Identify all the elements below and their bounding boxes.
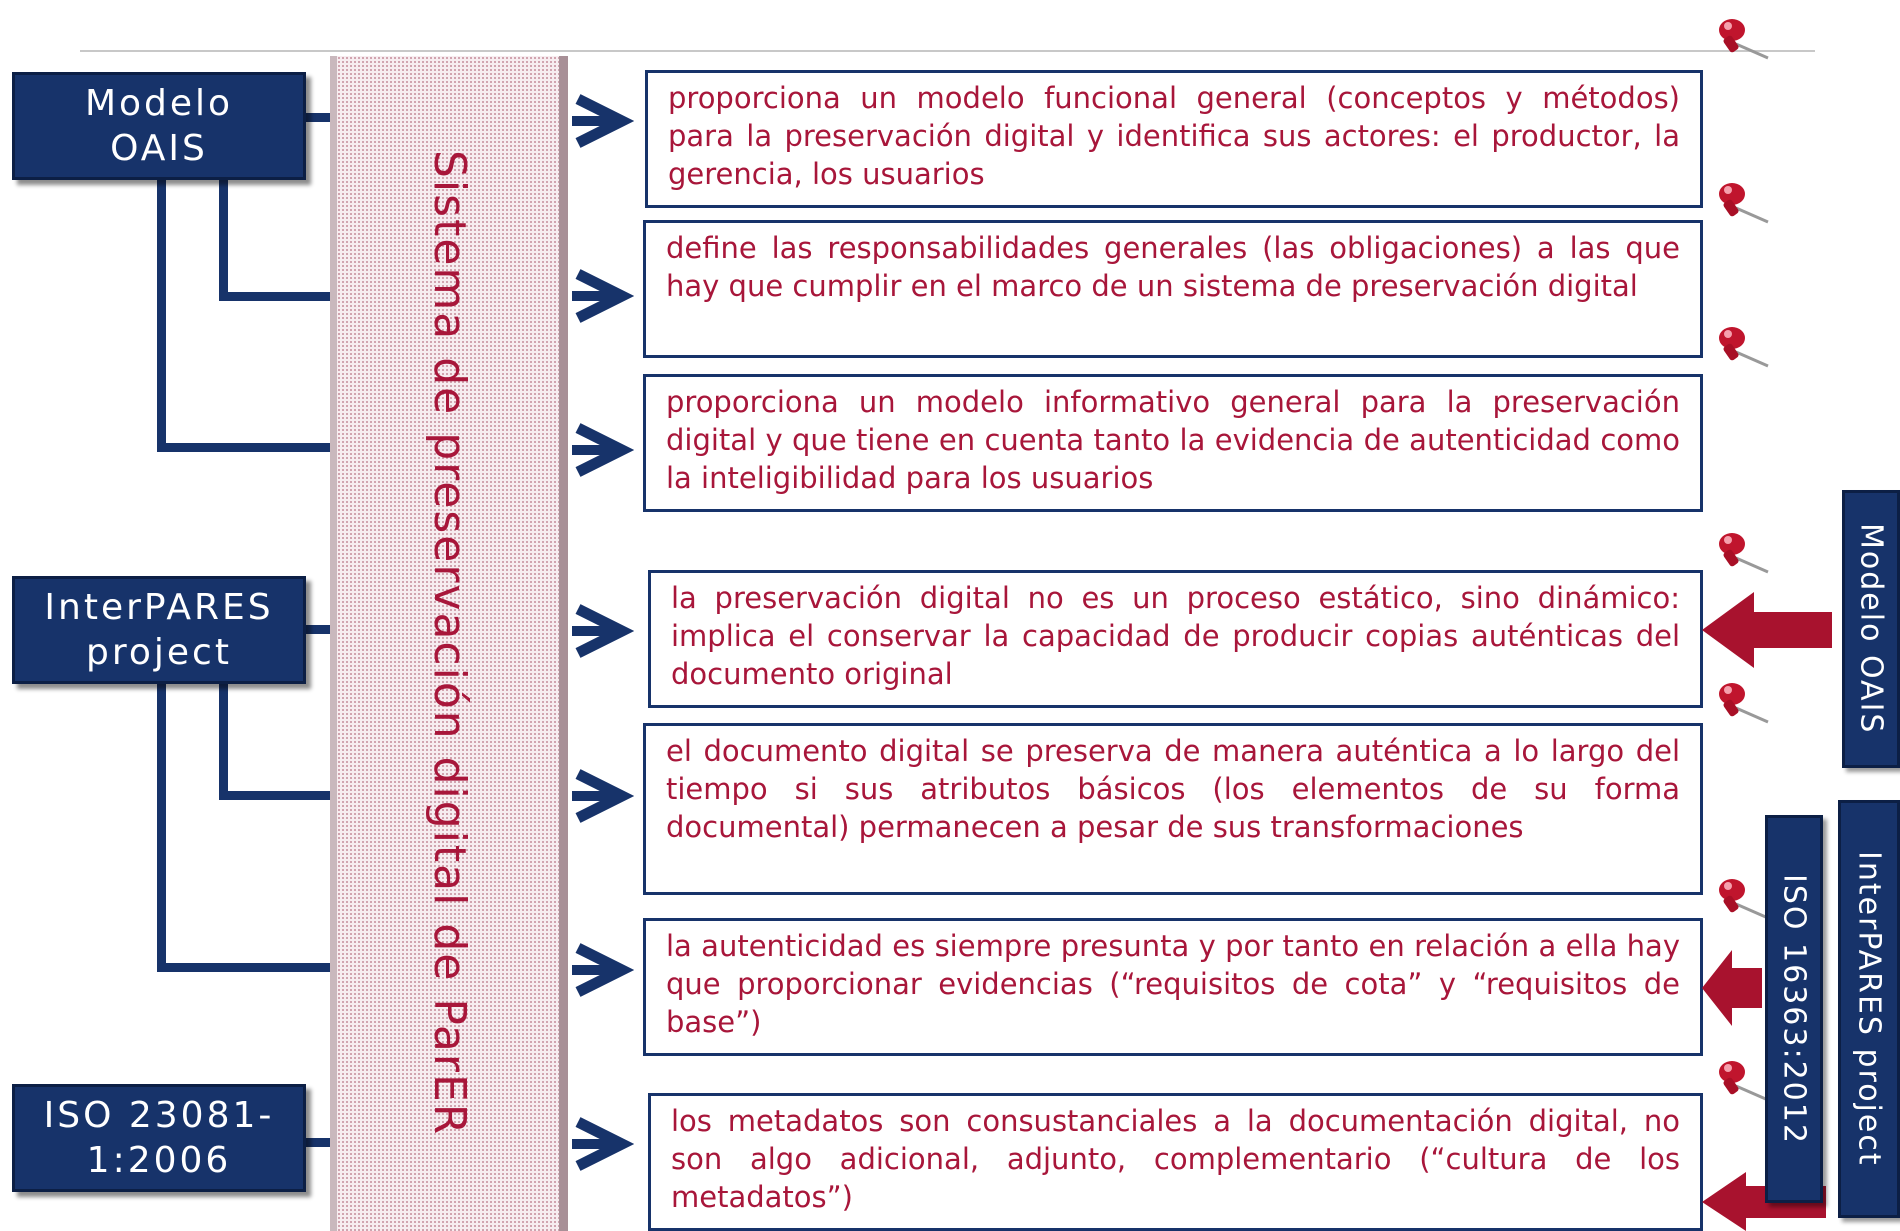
connector-oais-v2 bbox=[157, 170, 166, 452]
connector-interpares-h2 bbox=[157, 963, 332, 972]
connector-interpares-v2 bbox=[157, 680, 166, 972]
source-interpares-line1: InterPARES bbox=[44, 587, 274, 628]
central-pillar-label-wrap: Sistema de preservación digital de ParER bbox=[330, 56, 568, 1231]
statement-text-1: proporciona un modelo funcional general … bbox=[668, 81, 1680, 191]
connector-iso23081-main bbox=[300, 1138, 332, 1147]
chevron-arrow-icon bbox=[572, 769, 634, 823]
source-oais: Modelo OAIS bbox=[12, 72, 306, 180]
top-divider bbox=[80, 50, 1815, 52]
statement-box-3: proporciona un modelo informativo genera… bbox=[643, 374, 1703, 512]
statement-text-6: la autenticidad es siempre presunta y po… bbox=[666, 929, 1680, 1039]
chevron-arrow-icon bbox=[572, 943, 634, 997]
statement-text-5: el documento digital se preserva de mane… bbox=[666, 734, 1680, 844]
red-arrow-left-icon bbox=[1702, 592, 1832, 668]
statement-text-2: define las responsabilidades generales (… bbox=[666, 231, 1680, 303]
statement-text-3: proporciona un modelo informativo genera… bbox=[666, 385, 1680, 495]
side-tab-interpares: InterPARES project bbox=[1838, 800, 1900, 1218]
statement-text-4: la preservación digital no es un proceso… bbox=[671, 581, 1680, 691]
source-oais-line2: OAIS bbox=[110, 128, 208, 169]
pushpin-icon bbox=[1719, 1061, 1769, 1102]
pushpin-icon bbox=[1719, 683, 1769, 724]
source-iso23081-line2: 1:2006 bbox=[86, 1140, 232, 1181]
side-tab-oais: Modelo OAIS bbox=[1842, 490, 1900, 768]
statement-box-6: la autenticidad es siempre presunta y po… bbox=[643, 918, 1703, 1056]
chevron-arrow-icon bbox=[572, 1117, 634, 1171]
statement-box-2: define las responsabilidades generales (… bbox=[643, 220, 1703, 358]
pushpin-icon bbox=[1719, 327, 1769, 368]
connector-oais-h1 bbox=[219, 292, 332, 301]
side-tab-iso16363-label: ISO 16363:2012 bbox=[1776, 873, 1812, 1145]
source-iso23081: ISO 23081- 1:2006 bbox=[12, 1084, 306, 1192]
chevron-arrow-icon bbox=[572, 269, 634, 323]
source-interpares-line2: project bbox=[86, 632, 232, 673]
connector-oais-main bbox=[300, 113, 332, 122]
side-tab-iso16363: ISO 16363:2012 bbox=[1765, 815, 1823, 1203]
source-oais-line1: Modelo bbox=[84, 83, 234, 124]
pushpin-icon bbox=[1719, 533, 1769, 574]
chevron-arrow-icon bbox=[572, 94, 634, 148]
statement-text-7: los metadatos son consustanciales a la d… bbox=[671, 1104, 1680, 1214]
chevron-arrow-icon bbox=[572, 604, 634, 658]
central-pillar bbox=[330, 56, 568, 1231]
chevron-arrow-icon bbox=[572, 423, 634, 477]
statement-box-4: la preservación digital no es un proceso… bbox=[648, 570, 1703, 708]
connector-oais-h2 bbox=[157, 443, 332, 452]
connector-interpares-v1 bbox=[219, 680, 228, 800]
statement-box-1: proporciona un modelo funcional general … bbox=[645, 70, 1703, 208]
red-arrow-left-icon bbox=[1702, 950, 1762, 1026]
pushpin-icon bbox=[1719, 183, 1769, 224]
statement-box-7: los metadatos son consustanciales a la d… bbox=[648, 1093, 1703, 1231]
central-pillar-label: Sistema de preservación digital de ParER bbox=[424, 150, 475, 1137]
source-interpares: InterPARES project bbox=[12, 576, 306, 684]
connector-oais-v1 bbox=[219, 170, 228, 301]
pushpin-icon bbox=[1719, 879, 1769, 920]
pushpin-icon bbox=[1719, 19, 1769, 60]
connector-interpares-main bbox=[300, 625, 332, 634]
connector-interpares-h1 bbox=[219, 791, 332, 800]
source-iso23081-line1: ISO 23081- bbox=[43, 1095, 275, 1136]
side-tab-interpares-label: InterPARES project bbox=[1851, 851, 1887, 1167]
side-tab-oais-label: Modelo OAIS bbox=[1853, 523, 1889, 735]
statement-box-5: el documento digital se preserva de mane… bbox=[643, 723, 1703, 895]
